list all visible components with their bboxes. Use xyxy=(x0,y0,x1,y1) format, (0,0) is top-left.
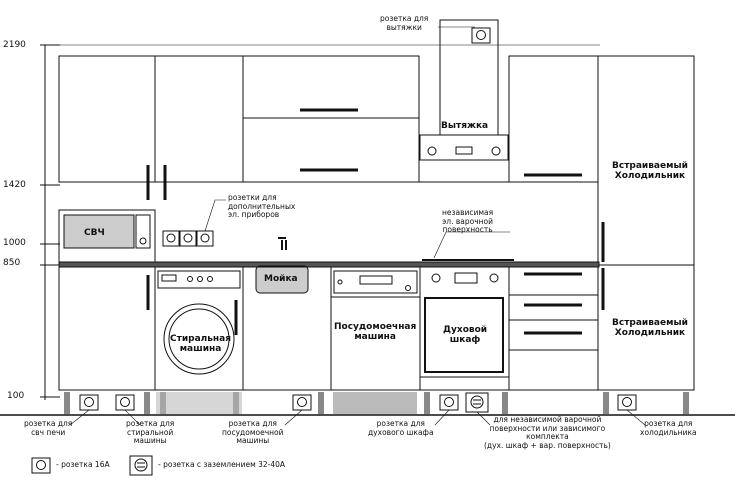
upper-cabinet-2 xyxy=(154,55,244,183)
dim-1000: 1000 xyxy=(3,238,26,248)
dim-2190: 2190 xyxy=(3,40,26,50)
label-microwave: СВЧ xyxy=(84,228,105,238)
note-extra-sockets: розетки для дополнительных эл. приборов xyxy=(228,193,296,219)
fridge-column xyxy=(597,55,695,391)
legend-socket16: - розетка 16А xyxy=(56,460,110,469)
sink xyxy=(255,265,309,294)
washer-door xyxy=(163,303,235,375)
note-washer-socket: розетка для стиральной машины xyxy=(126,419,175,445)
washer-body xyxy=(154,266,244,391)
hood-socket xyxy=(471,27,491,44)
dim-850: 850 xyxy=(3,258,21,268)
dim-100: 100 xyxy=(7,391,25,401)
note-dishwasher-socket: розетка для посудомоечной машины xyxy=(222,419,284,445)
note-hood-socket: розетка для вытяжки xyxy=(380,14,429,32)
note-hob: независимая эл. варочной поверхность xyxy=(442,208,494,234)
note-oven-socket: розетка для духового шкафа xyxy=(368,419,434,437)
note-microwave-socket: розетка для свч печи xyxy=(24,419,73,437)
label-hood: Вытяжка xyxy=(441,121,489,131)
upper-cabinet-1 xyxy=(58,55,156,183)
upper-cabinet-4 xyxy=(242,117,420,183)
oven-door xyxy=(424,297,504,373)
label-fridge-top: Встраиваемый Холодильник xyxy=(612,161,688,181)
label-fridge-bottom: Встраиваемый Холодильник xyxy=(612,318,688,338)
base-cabinet-1 xyxy=(58,266,156,391)
hood xyxy=(419,134,509,161)
note-hob-power: для независимой варочной поверхности или… xyxy=(484,415,611,450)
label-washer: Стиральная машина xyxy=(170,334,231,354)
label-oven: Духовой шкаф xyxy=(443,325,488,345)
microwave xyxy=(63,214,135,249)
legend-socket32: - розетка с заземлением 32-40А xyxy=(158,460,286,469)
upper-cabinet-right xyxy=(508,55,599,183)
label-sink: Мойка xyxy=(264,274,298,284)
dim-1420: 1420 xyxy=(3,180,26,190)
note-fridge-socket: розетка для холодильника xyxy=(640,419,697,437)
label-dishwasher: Посудомоечная машина xyxy=(334,322,417,342)
hood-duct xyxy=(439,19,499,136)
